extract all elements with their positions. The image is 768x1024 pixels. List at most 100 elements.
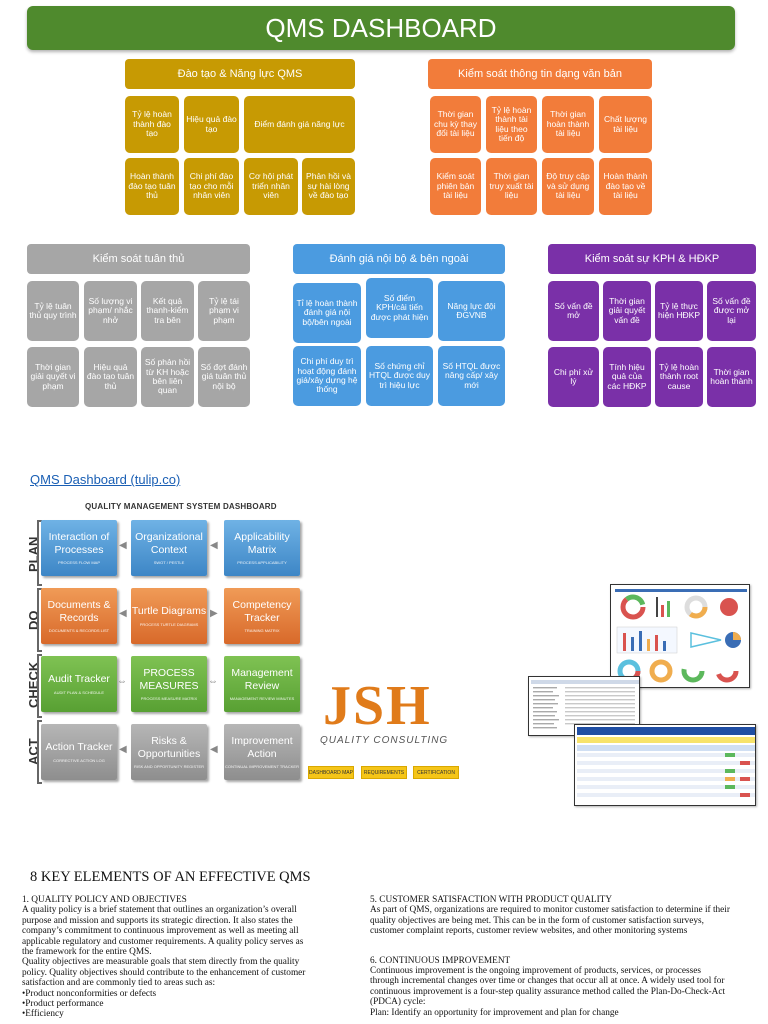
tile-subtitle: TRAINING MATRIX: [244, 628, 280, 634]
tile-title: Applicability Matrix: [234, 530, 290, 556]
tile-title: Organizational Context: [135, 530, 203, 556]
kpi-competency-score: Điểm đánh giá năng lực: [244, 96, 355, 153]
section-header-training: Đào tạo & Năng lực QMS: [125, 59, 355, 89]
arrow-left-icon: ◀: [119, 608, 127, 619]
tile-subtitle: RISK AND OPPORTUNITY REGISTER: [133, 764, 205, 770]
doc-heading: 8 KEY ELEMENTS OF AN EFFECTIVE QMS: [30, 869, 311, 885]
doc-line: policy. Quality objectives should contri…: [22, 967, 306, 978]
phase-bracket-do: [37, 588, 42, 652]
tile-title: Interaction of Processes: [48, 530, 110, 556]
section-header-audit: Đánh giá nội bộ & bên ngoài: [293, 244, 505, 274]
kpi-doc-training: Hoàn thành đào tạo về tài liệu: [599, 158, 652, 215]
doc-line: satisfaction and are commonly tied to ar…: [22, 978, 216, 989]
kpi-nc-findings: Số điểm KPH/cải tiến được phát hiện: [366, 278, 433, 338]
tile-title: Management Review: [231, 666, 293, 692]
tile-title: Documents & Records: [47, 598, 111, 624]
kpi-training-cost: Chi phí đào tạo cho mỗi nhân viên: [184, 158, 239, 215]
doc-line: 5. CUSTOMER SATISFACTION WITH PRODUCT QU…: [370, 895, 613, 905]
tile-process-measures[interactable]: PROCESS MEASURES PROCESS MEASURE MATRIX: [131, 656, 207, 712]
tile-subtitle: MANAGEMENT REVIEW MINUTES: [229, 696, 295, 702]
tile-subtitle: PROCESS FLOW MAP: [57, 560, 100, 566]
kpi-internal-compliance-audits: Số đợt đánh giá tuân thủ nội bộ: [198, 347, 250, 407]
dashboard-map-button[interactable]: DASHBOARD MAP: [308, 766, 354, 779]
section-header-ncr: Kiểm soát sự KPH & HĐKP: [548, 244, 756, 274]
kpi-doc-completion-time: Thời gian hoàn thành tài liệu: [542, 96, 594, 153]
doc-line: purpose and mission and supports its str…: [22, 915, 293, 926]
tile-title: Risks & Opportunities: [137, 734, 201, 760]
tile-title: Audit Tracker: [48, 673, 110, 686]
arrow-both-icon: ⇔: [208, 676, 218, 687]
arrow-right-icon: ▶: [210, 608, 218, 619]
kpi-auditor-competence: Năng lực đội ĐGVNB: [438, 281, 505, 341]
kpi-ca-effectiveness: Tính hiệu quả của các HĐKP: [603, 347, 651, 407]
kpi-reopened-issues: Số vấn đề được mở lại: [707, 281, 756, 341]
kpi-doc-change-cycle: Thời gian chu kỳ thay đổi tài liệu: [430, 96, 481, 153]
jsh-logo-subtitle: QUALITY CONSULTING: [320, 735, 449, 746]
kpi-audit-completion: Tỉ lệ hoàn thành đánh giá nội bộ/bên ngo…: [293, 283, 361, 343]
kpi-repeat-violations: Tỷ lệ tái phạm vi phạm: [198, 281, 250, 341]
phase-bracket-act: [37, 720, 42, 784]
dashboard-thumbnail-charts: [610, 584, 750, 688]
doc-line: Continuous improvement is the ongoing im…: [370, 966, 702, 977]
kpi-certificates-maintained: Số chứng chỉ HTQL được duy trì hiệu lực: [366, 346, 433, 406]
tile-subtitle: PROCESS TURTLE DIAGRAMS: [139, 621, 199, 627]
tile-title: PROCESS MEASURES: [139, 666, 199, 692]
kpi-audit-cost: Chi phí duy trì hoạt động đánh giá/xây d…: [293, 346, 361, 406]
tile-subtitle: CORRECTIVE ACTION LOG: [53, 757, 105, 763]
kpi-violation-resolution-time: Thời gian giải quyết vi phạm: [27, 347, 79, 407]
doc-line: Plan: Identify an opportunity for improv…: [370, 1007, 619, 1018]
doc-left-column: 1. QUALITY POLICY AND OBJECTIVES A quali…: [22, 895, 352, 1020]
kpi-training-satisfaction: Phản hồi và sự hài lòng về đào tạo: [302, 158, 355, 215]
doc-line: applicable regulatory and customer requi…: [22, 936, 304, 947]
section-header-compliance: Kiểm soát tuân thủ: [27, 244, 250, 274]
doc-line: [370, 937, 760, 956]
tile-subtitle: CONTINUAL IMPROVEMENT TRACKER: [225, 764, 299, 770]
kpi-training-effectiveness: Hiệu quả đào tạo: [184, 96, 239, 153]
kpi-doc-access: Độ truy cập và sử dụng tài liệu: [542, 158, 594, 215]
kpi-process-compliance: Tỷ lệ tuân thủ quy trình: [27, 281, 79, 341]
doc-line: •Efficiency: [22, 1009, 64, 1020]
arrow-left-icon: ◀: [119, 744, 127, 755]
kpi-doc-version-control: Kiểm soát phiên bản tài liệu: [430, 158, 481, 215]
arrow-left-icon: ◀: [210, 540, 218, 551]
doc-line: continuous improvement is a four-step qu…: [370, 986, 726, 997]
kpi-inspection-results: Kết quả thanh-kiểm tra bên: [141, 281, 194, 341]
kpi-training-completion: Tỷ lệ hoàn thành đào tạo: [125, 96, 179, 153]
kpi-compliance-training: Hoàn thành đào tạo tuân thủ: [125, 158, 179, 215]
certification-button[interactable]: CERTIFICATION: [413, 766, 459, 779]
phase-bracket-plan: [37, 520, 42, 586]
kpi-compliance-training-effect: Hiệu quả đào tạo tuân thủ: [84, 347, 137, 407]
doc-line: As part of QMS, organizations are requir…: [370, 905, 730, 916]
doc-line: quality objectives are being met. This c…: [370, 915, 704, 926]
doc-line: the framework for the entire QMS.: [22, 947, 152, 958]
doc-line: (PDCA) cycle:: [370, 997, 426, 1008]
doc-line: company’s commitment to continuous impro…: [22, 926, 299, 937]
requirements-button[interactable]: REQUIREMENTS: [361, 766, 407, 779]
tile-subtitle: SWOT / PESTLE: [153, 560, 185, 566]
tile-title: Action Tracker: [45, 741, 113, 754]
kpi-issue-resolution-time: Thời gian giải quyết vấn đề: [603, 281, 651, 341]
tile-title: Competency Tracker: [232, 598, 292, 624]
kpi-doc-on-time: Tỷ lệ hoàn thành tài liệu theo tiến độ: [486, 96, 537, 153]
doc-line: Quality objectives are measurable goals …: [22, 957, 300, 968]
tile-subtitle: PROCESS MEASURE MATRIX: [140, 696, 198, 702]
qms-dashboard-link[interactable]: QMS Dashboard (tulip.co): [30, 472, 181, 487]
arrow-left-icon: ◀: [119, 540, 127, 551]
kpi-development-opportunity: Cơ hội phát triển nhân viên: [244, 158, 298, 215]
dashboard-title-banner: QMS DASHBOARD: [27, 6, 735, 50]
kpi-handling-cost: Chi phí xử lý: [548, 347, 599, 407]
doc-line: A quality policy is a brief statement th…: [22, 905, 297, 916]
arrow-both-icon: ⇔: [117, 676, 127, 687]
kpi-doc-retrieval-time: Thời gian truy xuất tài liệu: [486, 158, 537, 215]
